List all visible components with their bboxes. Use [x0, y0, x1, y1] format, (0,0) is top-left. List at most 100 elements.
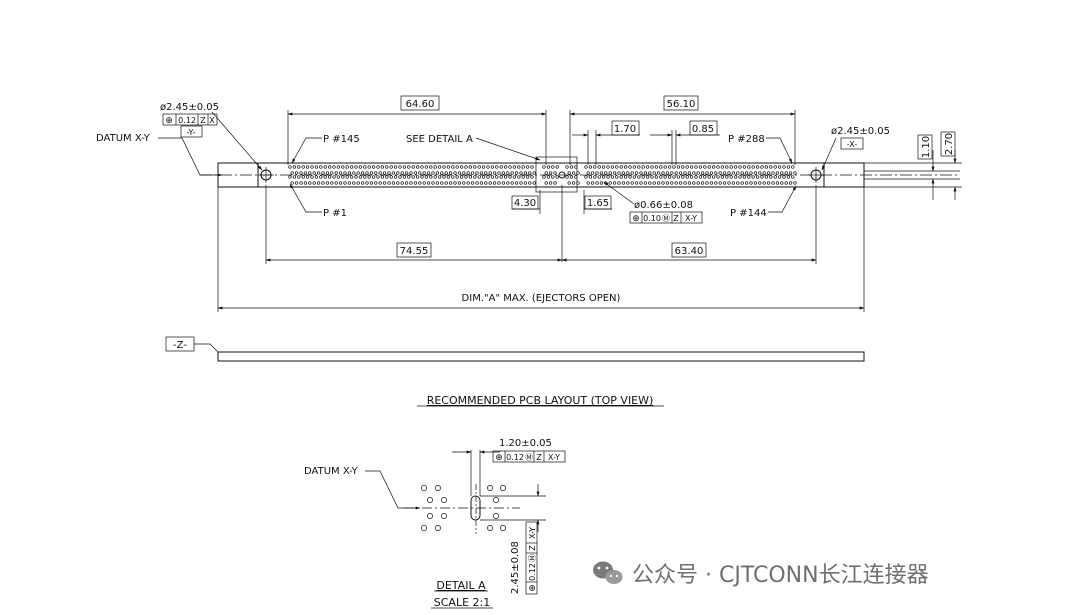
p144-label: P #144: [730, 208, 767, 219]
pin-hole: [492, 181, 497, 185]
pin-hole: [338, 181, 343, 185]
pin-hole: [486, 165, 490, 169]
detail-pin-hole: [500, 485, 506, 491]
left-datum-y: -Y-: [187, 128, 196, 137]
datum-xy-label: DATUM X-Y: [96, 133, 151, 144]
pin-hole: [643, 181, 648, 185]
pin-hole: [714, 171, 718, 175]
pin-hole: [503, 175, 508, 179]
pin-hole: [694, 165, 698, 169]
pin-hole: [512, 175, 517, 179]
pin-hole: [709, 181, 714, 185]
pin-hole: [615, 175, 619, 179]
pin-hole: [652, 171, 656, 175]
pin-hole: [762, 171, 766, 175]
pin-hole: [678, 181, 683, 185]
pin-hole: [323, 165, 327, 169]
pin-hole: [744, 171, 749, 175]
pin-hole: [435, 171, 440, 175]
pin-hole: [593, 175, 597, 179]
pin-hole: [606, 175, 610, 179]
pin-hole: [409, 171, 413, 175]
pin-hole: [667, 175, 672, 179]
pin-hole: [519, 171, 523, 175]
detail-pin-hole: [487, 525, 493, 531]
pin-hole: [484, 171, 488, 175]
pin-hole: [473, 165, 477, 169]
pin-hole: [733, 175, 738, 179]
box-110: [917, 134, 933, 160]
pin-hole: [501, 171, 506, 175]
pin-hole: [352, 181, 356, 185]
detail-datum-label: DATUM X-Y: [304, 466, 359, 477]
detail-a-title: DETAIL A: [436, 579, 486, 592]
pin-hole: [323, 175, 327, 179]
pin-hole: [453, 171, 457, 175]
slot-len-tol: 0.12: [528, 563, 537, 581]
pin-hole: [678, 171, 683, 175]
pin-hole: [433, 165, 437, 169]
pin-hole: [398, 175, 402, 179]
pin-hole: [312, 171, 316, 175]
pin-hole: [740, 171, 744, 175]
pin-hole: [584, 165, 588, 169]
side-view: -Z-: [165, 336, 865, 362]
pin-hole: [661, 171, 665, 175]
pin-hole: [517, 175, 521, 179]
pin-hole: [352, 171, 356, 175]
pin-hole: [506, 171, 510, 175]
detail-a-box: [535, 156, 578, 193]
pin-hole: [762, 181, 766, 185]
pin-fcf-tol: 0.10: [643, 214, 661, 223]
pin-hole: [440, 171, 444, 175]
pin-hole: [297, 165, 301, 169]
pin-hole: [753, 171, 758, 175]
pin-hole: [495, 165, 499, 169]
pin-hole: [599, 181, 604, 185]
pin-hole: [731, 171, 736, 175]
pin-hole: [711, 165, 716, 169]
pin-hole: [610, 175, 615, 179]
pin-hole: [433, 175, 437, 179]
pin-hole: [336, 175, 341, 179]
key-hole: [558, 171, 566, 179]
pin-hole: [319, 165, 323, 169]
pin-hole: [488, 181, 492, 185]
pin-hole: [490, 175, 495, 179]
pin-hole: [716, 175, 720, 179]
pin-hole: [555, 165, 559, 169]
pin-hole: [672, 165, 676, 169]
pin-hole: [437, 175, 442, 179]
pin-hole: [464, 165, 468, 169]
pin-hole: [676, 165, 681, 169]
pin-hole: [492, 171, 497, 175]
dim-270: 2.70: [944, 133, 955, 155]
pin-hole: [764, 175, 769, 179]
pin-hole: [310, 175, 314, 179]
pin-hole: [645, 175, 650, 179]
pin-hole: [617, 181, 621, 185]
pin-hole: [426, 181, 431, 185]
pin-hole: [468, 165, 473, 169]
pin-hole: [444, 181, 448, 185]
pin-hole: [659, 165, 663, 169]
pin-hole: [656, 171, 661, 175]
pin-hole: [670, 181, 674, 185]
pin-hole: [389, 175, 393, 179]
pin-hole: [788, 171, 793, 175]
pin-hole: [484, 181, 488, 185]
pin-hole: [391, 181, 396, 185]
pin-hole: [334, 181, 338, 185]
side-profile: [217, 351, 865, 362]
pin-hole: [766, 171, 771, 175]
pin-hole: [659, 175, 663, 179]
pin-hole: [391, 171, 396, 175]
pin-hole: [385, 175, 389, 179]
pin-hole: [683, 171, 687, 175]
pin-hole: [742, 165, 747, 169]
pin-hole: [330, 181, 334, 185]
pin-hole: [440, 181, 444, 185]
datum-xy-leader: [158, 137, 223, 177]
pin-hole: [733, 165, 738, 169]
pin-hole: [332, 165, 336, 169]
